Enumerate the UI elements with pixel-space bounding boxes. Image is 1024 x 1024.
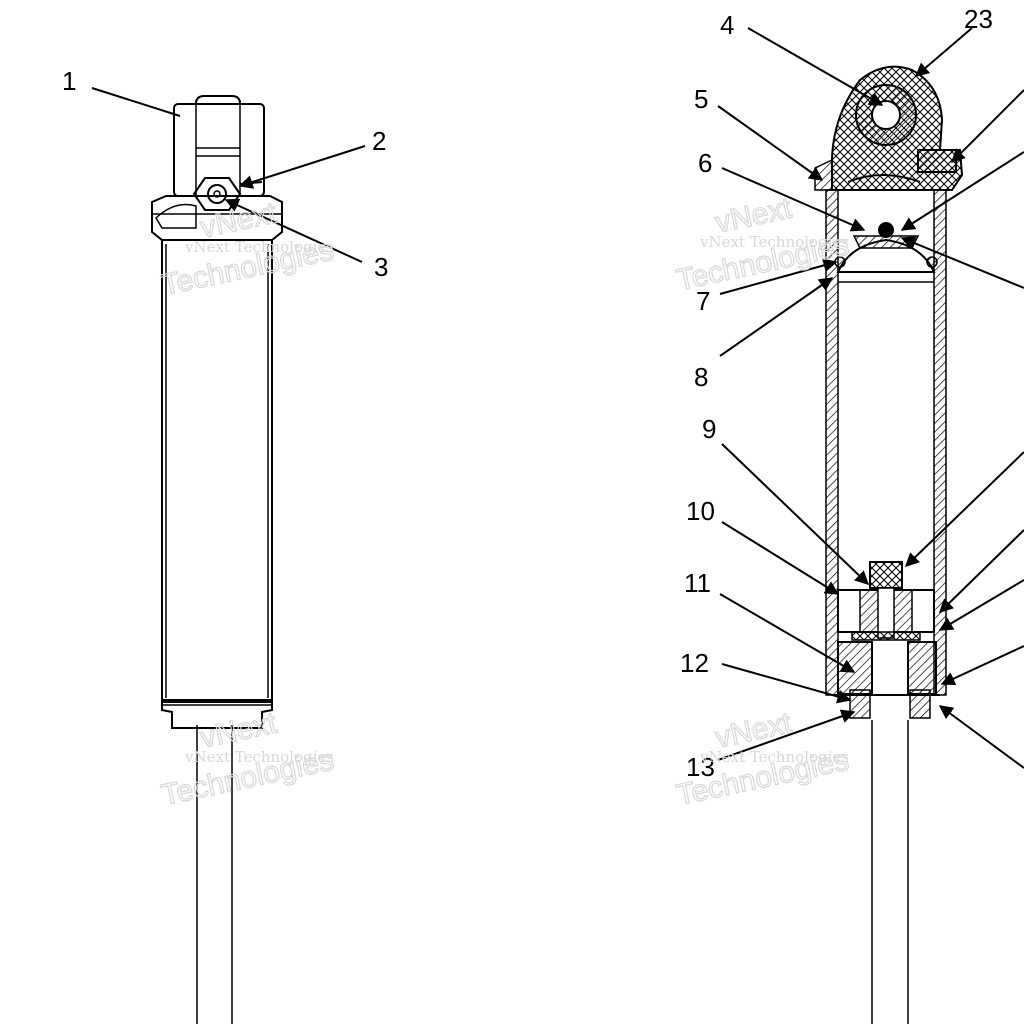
leader-12 [721, 663, 852, 704]
leader-3 [224, 198, 363, 263]
top-eyelet-exterior [173, 95, 265, 197]
callout-10: 10 [686, 496, 715, 526]
piston-rod-exterior [196, 725, 233, 1024]
leader-lines [91, 27, 1024, 769]
callout-7: 7 [696, 286, 710, 316]
callout-labels: 1 2 3 4 23 5 6 7 8 9 10 11 12 13 [62, 4, 993, 782]
leader-13 [717, 709, 856, 761]
leader-2 [238, 145, 366, 189]
bottom-collar [161, 699, 273, 729]
callout-23: 23 [964, 4, 993, 34]
reservoir-body-exterior [161, 239, 273, 703]
watermark-2: vNext vNext Technologies Technologies [158, 706, 337, 813]
leader-4 [747, 27, 884, 106]
eyelet-head-cutaway [814, 65, 964, 191]
piston-rod-cutaway [871, 720, 909, 1024]
cylinder-wall [825, 189, 947, 696]
watermark-brand: vNext Technologies [699, 233, 849, 251]
watermarks: vNext vNext Technologies Technologies vN… [158, 191, 852, 813]
callout-3: 3 [374, 252, 388, 282]
callout-6: 6 [698, 148, 712, 178]
callout-5: 5 [694, 84, 708, 114]
watermark-brand: vNext Technologies [184, 748, 334, 766]
callout-9: 9 [702, 414, 716, 444]
leader-10 [721, 521, 840, 595]
callout-8: 8 [694, 362, 708, 392]
leader-1 [91, 87, 181, 117]
watermark-1: vNext vNext Technologies Technologies [158, 196, 337, 303]
seal-head [832, 641, 940, 719]
callout-2: 2 [372, 126, 386, 156]
watermark-brand: vNext Technologies [699, 748, 849, 766]
leader-9 [721, 443, 870, 585]
leader-8 [719, 277, 834, 357]
callout-12: 12 [680, 648, 709, 678]
watermark-brand: vNext Technologies [184, 238, 334, 256]
callout-11: 11 [684, 568, 711, 598]
leader-5 [717, 105, 824, 181]
callout-13: 13 [686, 752, 715, 782]
cutaway-view [814, 65, 964, 1024]
floating-piston [834, 222, 938, 283]
leader-7 [719, 258, 838, 295]
leader-11 [719, 593, 856, 673]
piston-assembly [837, 561, 935, 641]
callout-4: 4 [720, 10, 734, 40]
callout-1: 1 [62, 66, 76, 96]
leader-6 [721, 167, 866, 232]
leader-23 [914, 27, 973, 77]
